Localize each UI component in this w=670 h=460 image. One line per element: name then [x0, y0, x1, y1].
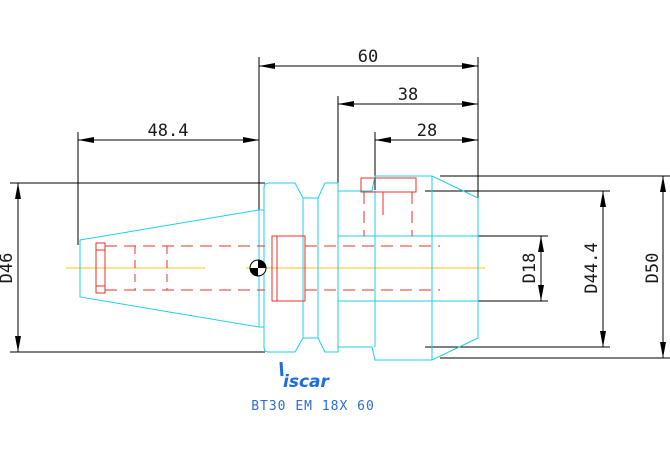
arrow-right-60 — [462, 63, 478, 69]
side-lock-screw-head — [360, 177, 417, 193]
arrow-bottom-d50 — [660, 342, 666, 358]
arrow-bottom-d46 — [15, 336, 21, 352]
dim-label-d18: D18 — [520, 253, 540, 284]
dim-38: 38 — [337, 85, 478, 190]
arrow-left-28 — [375, 137, 391, 143]
gauge-point-marker — [249, 259, 267, 277]
gauge-quadrant-1 — [258, 260, 266, 268]
dim-label-28: 28 — [417, 121, 437, 141]
flange-v-groove — [263, 182, 339, 353]
gauge-quadrant-2 — [250, 268, 258, 276]
arrow-top-d46 — [15, 183, 21, 199]
logo-flame-mark — [279, 361, 284, 377]
dim-48-4: 48.4 — [77, 121, 259, 245]
arrow-left-60 — [259, 63, 275, 69]
logo-wordmark: iscar — [283, 372, 330, 392]
dim-label-d44-4: D44.4 — [582, 242, 602, 293]
brand-logo: iscar — [279, 361, 330, 392]
arrow-right-38 — [462, 101, 478, 107]
arrow-left-38 — [338, 101, 354, 107]
arrow-left-48-4 — [78, 137, 94, 143]
hidden-features — [95, 177, 440, 302]
clamp-screw-boss — [271, 235, 306, 302]
dim-d46: D46 — [0, 182, 265, 353]
shank-body — [338, 175, 479, 361]
dim-label-60: 60 — [358, 47, 378, 67]
dim-60: 60 — [258, 47, 479, 230]
arrow-right-28 — [462, 137, 478, 143]
pull-stud-thread — [95, 242, 106, 294]
dim-d44-4: D44.4 — [425, 190, 610, 348]
dim-d50: D50 — [440, 175, 670, 359]
arrow-bottom-d44-4 — [600, 331, 606, 347]
dim-label-d50: D50 — [643, 253, 663, 284]
dim-label-38: 38 — [398, 85, 418, 105]
arrow-top-d50 — [660, 176, 666, 192]
arrow-top-d44-4 — [600, 191, 606, 207]
part-caption: BT30 EM 18X 60 — [251, 399, 375, 414]
tool-outline — [79, 175, 479, 361]
arrow-right-48-4 — [243, 137, 259, 143]
dim-label-48-4: 48.4 — [148, 121, 189, 141]
arrow-bottom-d18 — [538, 285, 544, 301]
arrow-top-d18 — [538, 236, 544, 252]
dim-label-d46: D46 — [0, 253, 17, 284]
dim-28: 28 — [374, 121, 478, 190]
dim-d18: D18 — [440, 235, 548, 302]
